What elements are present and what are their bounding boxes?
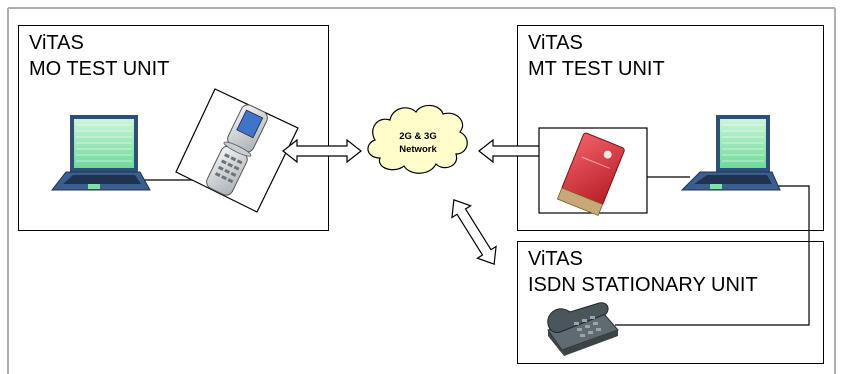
network-cloud-icon: 2G & 3G Network bbox=[367, 104, 468, 174]
mt-unit-line2: MT TEST UNIT bbox=[528, 58, 665, 80]
mo-unit-line2: MO TEST UNIT bbox=[29, 58, 170, 80]
mo-unit-line1: ViTAS bbox=[29, 32, 84, 54]
mt-test-unit-title: ViTAS MT TEST UNIT bbox=[528, 30, 665, 82]
isdn-stationary-unit-box: ViTAS ISDN STATIONARY UNIT bbox=[517, 241, 824, 364]
isdn-desk-phone-icon bbox=[547, 302, 619, 356]
isdn-network-double-arrow-icon bbox=[451, 198, 497, 266]
mt-laptop-icon bbox=[680, 115, 781, 191]
isdn-unit-line1: ViTAS bbox=[528, 248, 583, 270]
isdn-unit-line2: ISDN STATIONARY UNIT bbox=[528, 274, 758, 296]
mo-network-double-arrow-icon bbox=[282, 138, 362, 164]
mo-flip-phone-icon bbox=[175, 88, 299, 213]
laptop-isdn-cable bbox=[615, 185, 810, 326]
mt-datacard-icon bbox=[538, 127, 648, 216]
network-label-line1: 2G & 3G bbox=[399, 131, 437, 142]
isdn-unit-title: ViTAS ISDN STATIONARY UNIT bbox=[528, 246, 758, 298]
mo-test-unit-title: ViTAS MO TEST UNIT bbox=[29, 30, 169, 82]
mt-unit-line1: ViTAS bbox=[528, 32, 583, 54]
network-label-line2: Network bbox=[399, 144, 437, 155]
mo-laptop-icon bbox=[50, 115, 151, 191]
